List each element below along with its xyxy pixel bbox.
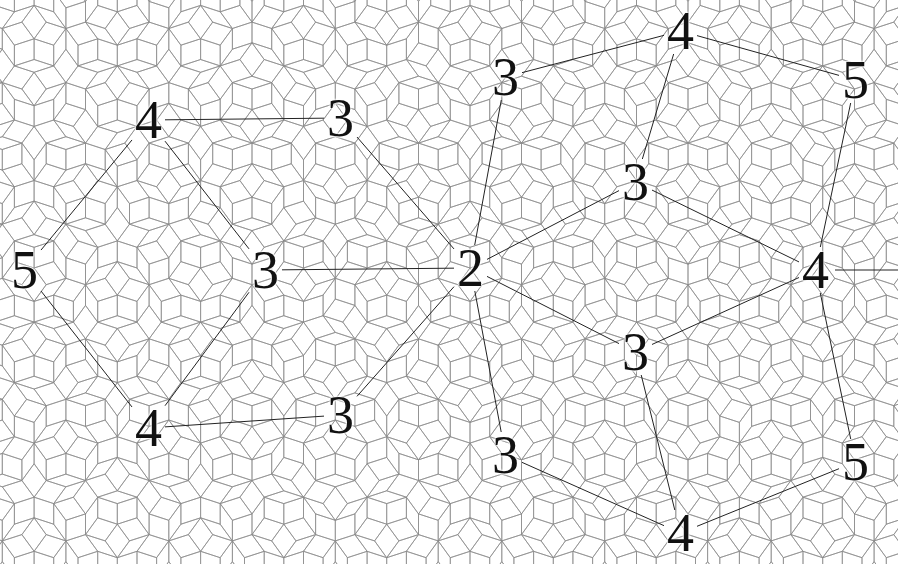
graph-line <box>835 270 898 271</box>
vertex-label: 3 <box>492 428 519 482</box>
graph-line <box>165 118 324 120</box>
graph-line <box>165 416 324 427</box>
graph-line <box>652 278 799 345</box>
vertex-number: 5 <box>840 51 871 109</box>
graph-line <box>357 287 454 397</box>
vertex-number: 3 <box>490 48 521 106</box>
vertex-number: 5 <box>840 433 871 491</box>
vertex-label: 5 <box>842 435 869 489</box>
graph-line <box>642 54 673 159</box>
vertex-label: 4 <box>135 401 162 455</box>
graph-line <box>652 190 799 262</box>
vertex-label: 2 <box>457 241 484 295</box>
vertex-number: 4 <box>665 2 696 60</box>
graph-line <box>697 469 839 527</box>
graph-line <box>475 100 502 245</box>
vertex-number: 3 <box>490 426 521 484</box>
graph-line <box>820 293 850 439</box>
vertex-number: 3 <box>620 153 651 211</box>
vertex-number: 4 <box>133 91 164 149</box>
vertex-label: 5 <box>842 53 869 107</box>
vertex-number: 2 <box>455 239 486 297</box>
graph-line <box>41 140 132 250</box>
graph-line <box>165 292 249 405</box>
graph-line <box>820 103 850 247</box>
vertex-label: 3 <box>327 388 354 442</box>
graph-line <box>522 462 664 525</box>
vertex-number: 4 <box>800 241 831 299</box>
vertex-label: 5 <box>11 243 38 297</box>
graph-line <box>487 276 619 343</box>
graph-line <box>475 291 501 432</box>
vertex-label: 3 <box>492 50 519 104</box>
vertex-label: 3 <box>252 243 279 297</box>
graph-line <box>41 291 132 407</box>
vertex-label: 3 <box>622 155 649 209</box>
vertex-label: 4 <box>802 243 829 297</box>
vertex-number: 3 <box>325 386 356 444</box>
vertex-label: 4 <box>667 506 694 560</box>
graph-line <box>282 268 454 270</box>
graph-line <box>522 35 664 72</box>
vertex-number: 3 <box>325 89 356 147</box>
vertex-number: 4 <box>133 399 164 457</box>
vertex-number: 5 <box>9 241 40 299</box>
graph-line <box>165 141 249 249</box>
vertex-label: 4 <box>667 4 694 58</box>
vertex-label: 4 <box>135 93 162 147</box>
vertex-number: 4 <box>665 504 696 562</box>
vertex-label: 3 <box>327 91 354 145</box>
graph-line <box>357 137 454 249</box>
graph-line <box>487 191 619 260</box>
vertex-number: 3 <box>620 323 651 381</box>
graph-line <box>641 375 675 510</box>
vertex-label: 3 <box>622 325 649 379</box>
graph-line <box>697 36 839 76</box>
vertex-number: 3 <box>250 241 281 299</box>
